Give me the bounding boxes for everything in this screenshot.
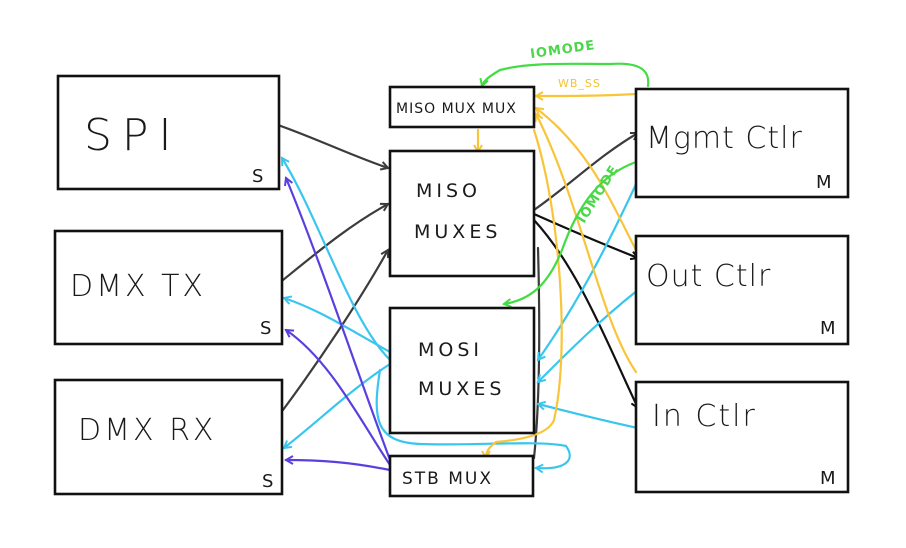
wire-dmxtx-to-miso (281, 204, 388, 282)
in-ctlr-block: In Ctlr M (634, 380, 850, 494)
stb-mux-label: STB MUX (402, 469, 493, 489)
wire-cyan-loop-to-stb (375, 368, 571, 468)
wires (276, 62, 650, 472)
mosi-muxes-block: MOSI MUXES (388, 306, 536, 435)
miso-mux-mux-label: MISO MUX MUX (396, 101, 517, 117)
mgmt-ctlr-role: M (816, 172, 832, 193)
wire-iomode-top (482, 62, 650, 86)
wire-miso-to-out (532, 212, 638, 258)
out-ctlr-block: Out Ctlr M (634, 234, 850, 346)
wire-in-to-mosi (538, 404, 640, 430)
miso-muxes-block: MISO MUXES (388, 149, 536, 278)
mosi-muxes-line2: MUXES (418, 378, 505, 400)
out-ctlr-label: Out Ctlr (646, 259, 771, 294)
wire-out-to-mosi (538, 288, 640, 382)
wb-ss-label: WB_SS (558, 77, 601, 90)
mgmt-ctlr-label: Mgmt Ctlr (646, 121, 803, 156)
wire-dmxrx-to-miso (281, 250, 390, 412)
stb-mux-block: STB MUX (388, 454, 535, 498)
dmx-tx-role: S (260, 318, 271, 339)
wire-iomode-diag (504, 160, 638, 304)
spi-block: SPI S (56, 74, 281, 191)
in-ctlr-role: M (820, 468, 836, 489)
spi-role: S (252, 166, 263, 187)
mgmt-ctlr-block: Mgmt Ctlr M (634, 87, 850, 199)
wire-mosi-to-dmxtx (284, 298, 392, 354)
wire-yellow-to-stb (486, 128, 563, 458)
wire-miso-to-mgmt (532, 131, 638, 212)
wire-stb-to-dmxrx (286, 460, 392, 472)
wire-stb-to-spi (286, 178, 392, 462)
wire-miso-to-in (532, 218, 638, 408)
wire-out-to-muxmux (536, 108, 638, 252)
miso-muxes-line2: MUXES (414, 221, 501, 243)
dmx-rx-block: DMX RX S (53, 378, 284, 496)
mosi-muxes-line1: MOSI (418, 339, 483, 361)
dmx-rx-role: S (262, 471, 273, 492)
wire-spi-to-miso (276, 123, 388, 168)
out-ctlr-role: M (820, 318, 836, 339)
wire-stb-to-dmxtx (286, 330, 392, 467)
dmx-rx-label: DMX RX (78, 413, 216, 448)
wire-mosi-to-dmxrx (284, 362, 392, 448)
wire-mosi-to-spi (280, 158, 392, 362)
in-ctlr-label: In Ctlr (652, 399, 757, 434)
dmx-tx-block: DMX TX S (53, 229, 284, 346)
wire-wbss (536, 94, 638, 96)
wire-in-to-muxmux (536, 114, 638, 374)
spi-label: SPI (84, 110, 181, 161)
dmx-tx-label: DMX TX (70, 269, 206, 304)
miso-muxes-line1: MISO (416, 180, 481, 202)
iomode-top-label: IOMODE (529, 38, 596, 62)
miso-mux-mux-block: MISO MUX MUX (388, 85, 536, 129)
